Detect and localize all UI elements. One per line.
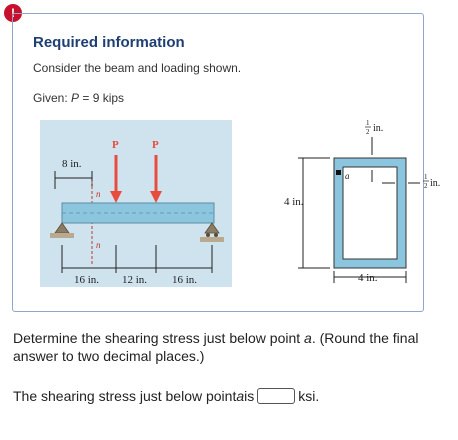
- span-label-1: 16 in.: [74, 274, 99, 286]
- fraction-den-top: 2: [366, 128, 370, 136]
- load-label-1: P: [112, 139, 119, 151]
- card-title: Required information: [33, 34, 185, 51]
- span-label-3: 16 in.: [172, 274, 197, 286]
- section-mark-bottom: n: [96, 240, 101, 250]
- answer-point: a: [236, 388, 245, 404]
- top-wall-label: in.: [373, 123, 383, 134]
- answer-unit: ksi.: [298, 388, 320, 404]
- card-description: Consider the beam and loading shown.: [33, 61, 242, 75]
- fraction-den-side: 2: [424, 182, 428, 190]
- answer-prefix: The shearing stress just below point: [13, 388, 237, 404]
- beam-diagram: 8 in. P P n n: [40, 119, 440, 287]
- load-arrow-2: [150, 155, 162, 203]
- shearing-stress-input[interactable]: [257, 388, 296, 404]
- beam-figure: 8 in. P P n n: [40, 115, 452, 295]
- point-a-marker: [336, 170, 341, 175]
- overhang-label: 8 in.: [62, 158, 82, 170]
- side-wall-label: in.: [430, 178, 440, 189]
- point-a-label: a: [345, 171, 350, 181]
- left-support: [50, 222, 74, 238]
- span-label-2: 12 in.: [122, 274, 147, 286]
- question-text: Determine the shearing stress just below…: [13, 330, 419, 364]
- right-support: [200, 222, 224, 242]
- span-dimensions: [61, 245, 213, 273]
- answer-is-word: is: [244, 388, 255, 404]
- answer-line: The shearing stress just below point a i…: [13, 388, 319, 404]
- width-label: 4 in.: [358, 272, 378, 284]
- required-information-card: [12, 13, 424, 312]
- load-arrow-1: [110, 155, 122, 203]
- given-line: Given: P = 9 kips: [33, 91, 125, 105]
- fraction-num-top: 1: [366, 119, 370, 127]
- height-label: 4 in.: [284, 196, 304, 208]
- width-dimension: [333, 271, 407, 283]
- fraction-num-side: 1: [424, 173, 428, 181]
- load-label-2: P: [152, 139, 159, 151]
- height-dimension: [298, 157, 330, 269]
- beam: [61, 202, 215, 224]
- box-cross-section: [333, 157, 407, 269]
- section-mark-top: n: [96, 189, 101, 199]
